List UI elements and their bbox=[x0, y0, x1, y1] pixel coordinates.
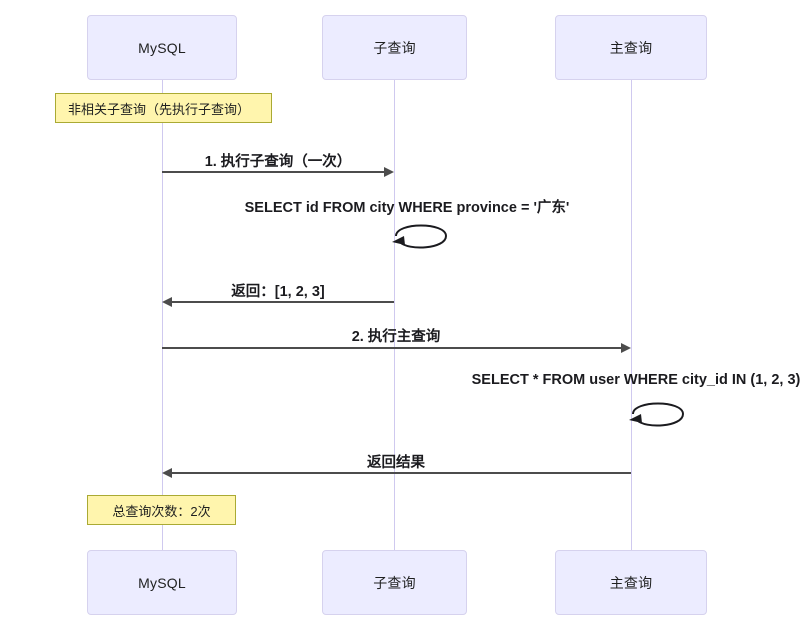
participant-label-subquery-top: 子查询 bbox=[373, 39, 416, 56]
participant-box-mainquery-bottom[interactable]: 主查询 bbox=[555, 550, 707, 615]
note-text-top: 非相关子查询（先执行子查询） bbox=[68, 101, 251, 117]
message-arrowhead-6 bbox=[162, 467, 172, 478]
message-label-3: 返回：[1, 2, 3] bbox=[231, 284, 325, 300]
message-label-4: 2. 执行主查询 bbox=[351, 329, 441, 345]
participant-box-mainquery-top[interactable]: 主查询 bbox=[555, 15, 707, 80]
participant-label-mysql-top: MySQL bbox=[138, 39, 186, 56]
lifeline-mainquery bbox=[631, 80, 632, 555]
self-message-loop-mainquery bbox=[625, 396, 695, 432]
participant-box-subquery-top[interactable]: 子查询 bbox=[322, 15, 467, 80]
message-arrowhead-3 bbox=[162, 296, 172, 307]
message-line-4 bbox=[162, 347, 621, 349]
message-line-1 bbox=[162, 171, 385, 173]
participant-label-mainquery-bottom: 主查询 bbox=[609, 574, 653, 591]
self-message-loop-subquery bbox=[388, 218, 458, 254]
message-label-5: SELECT * FROM user WHERE city_id IN (1, … bbox=[471, 372, 801, 388]
lifeline-mysql bbox=[162, 80, 163, 555]
participant-box-mysql-top[interactable]: MySQL bbox=[87, 15, 237, 80]
participant-box-subquery-bottom[interactable]: 子查询 bbox=[322, 550, 467, 615]
participant-label-mysql-bottom: MySQL bbox=[138, 574, 186, 591]
participant-box-mysql-bottom[interactable]: MySQL bbox=[87, 550, 237, 615]
message-label-1: 1. 执行子查询（一次） bbox=[204, 154, 352, 170]
message-label-6: 返回结果 bbox=[367, 455, 425, 471]
participant-label-subquery-bottom: 子查询 bbox=[373, 574, 416, 591]
lifeline-subquery bbox=[394, 80, 395, 555]
message-label-2: SELECT id FROM city WHERE province = '广东… bbox=[244, 200, 570, 216]
participant-label-mainquery-top: 主查询 bbox=[609, 39, 653, 56]
note-non-correlated-subquery: 非相关子查询（先执行子查询） bbox=[55, 93, 272, 123]
message-line-6 bbox=[172, 472, 631, 474]
message-arrowhead-1 bbox=[384, 166, 394, 177]
note-text-bottom: 总查询次数：2次 bbox=[112, 503, 211, 519]
message-line-3 bbox=[172, 301, 394, 303]
note-total-query-count: 总查询次数：2次 bbox=[87, 495, 236, 525]
message-arrowhead-4 bbox=[621, 342, 631, 353]
